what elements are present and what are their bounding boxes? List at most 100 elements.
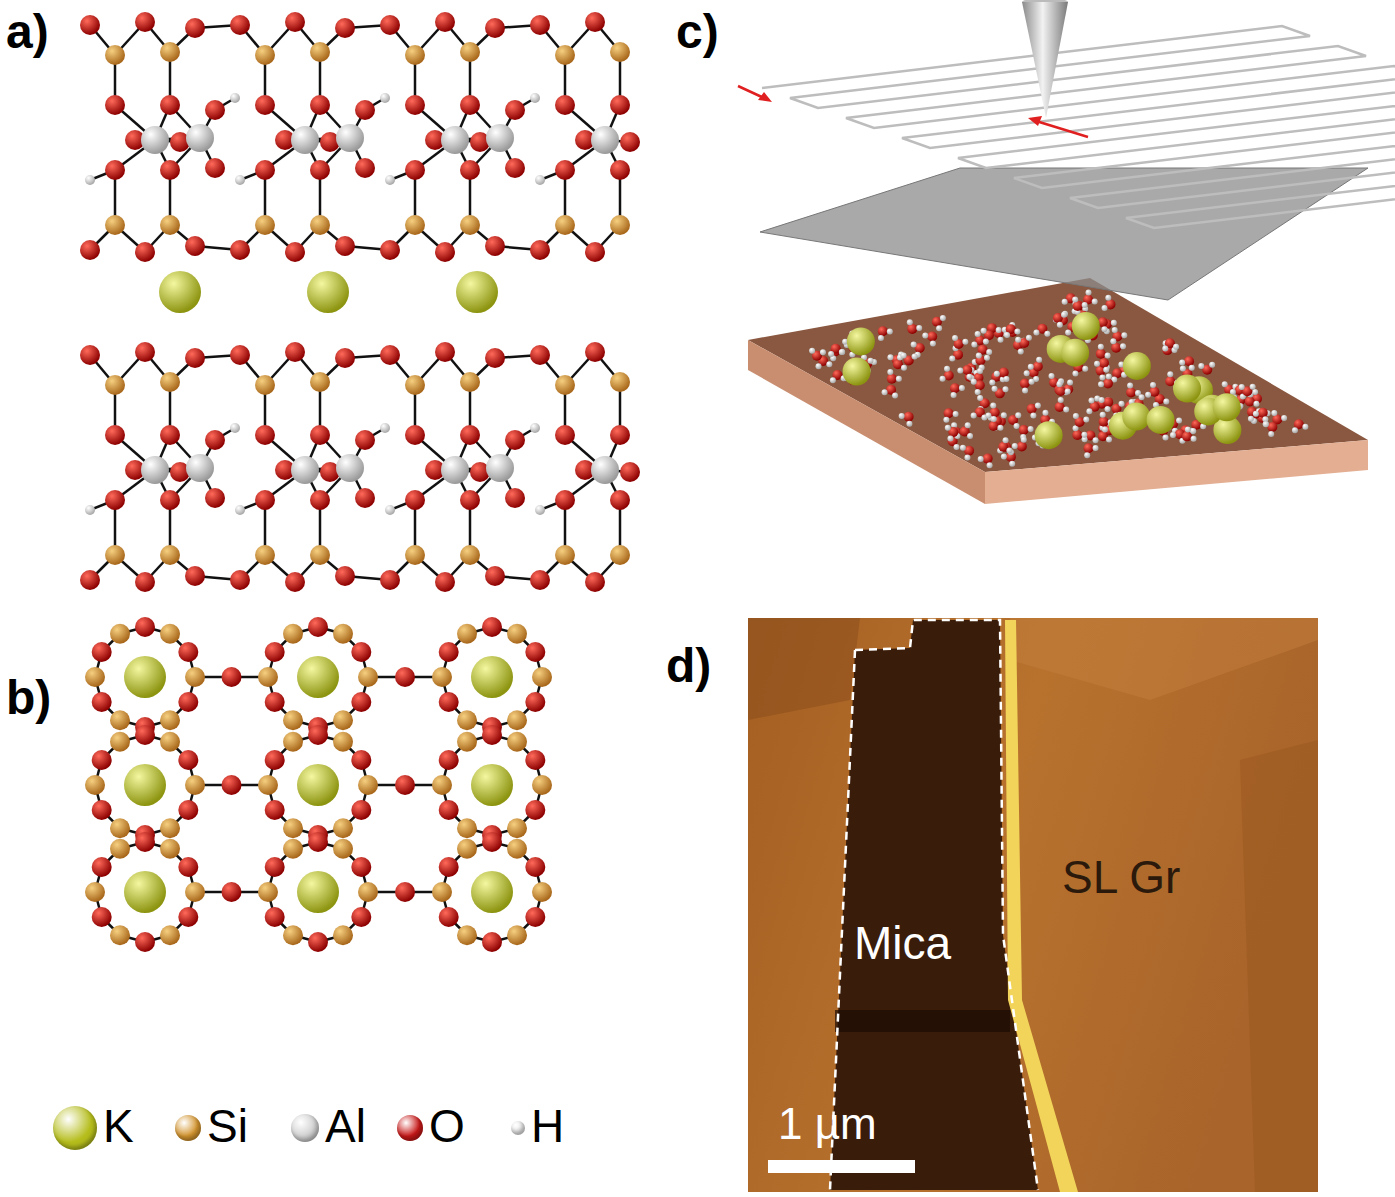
oxygen-atom [308, 725, 328, 745]
aluminium-atom [591, 126, 619, 154]
silicon-atom [160, 839, 180, 859]
silicon-atom [283, 925, 303, 945]
silicon-atom [85, 882, 105, 902]
hydrogen-atom [1185, 426, 1191, 432]
hydrogen-atom [1033, 330, 1039, 336]
hydrogen-atom [1012, 443, 1018, 449]
hydrogen-atom [1072, 296, 1078, 302]
oxygen-atom [310, 490, 330, 510]
silicon-atom [160, 215, 180, 235]
oxygen-atom [185, 18, 205, 38]
oxygen-atom [525, 692, 545, 712]
oxygen-atom [439, 800, 459, 820]
silicon-atom [358, 882, 378, 902]
hydrogen-atom [1003, 376, 1009, 382]
oxygen-atom [1019, 425, 1029, 435]
potassium-atom [1072, 312, 1100, 340]
silicon-atom [457, 710, 477, 730]
aluminium-atom [591, 456, 619, 484]
oxygen-atom [1099, 358, 1109, 368]
hydrogen-atom [1253, 401, 1259, 407]
oxygen-atom [80, 15, 100, 35]
oxygen-atom [310, 425, 330, 445]
hydrogen-atom [1028, 426, 1034, 432]
oxygen-atom [308, 932, 328, 952]
hydrogen-atom [1250, 384, 1256, 390]
hydrogen-atom [1001, 454, 1007, 460]
hydrogen-atom [1086, 408, 1092, 414]
hydrogen-atom [1065, 388, 1071, 394]
aluminium-atom [336, 124, 364, 152]
hydrogen-atom [971, 379, 977, 385]
silicon-atom [507, 839, 527, 859]
hydrogen-atom [912, 354, 918, 360]
hydrogen-atom [828, 351, 834, 357]
hydrogen-atom [878, 335, 884, 341]
hydrogen-atom [1094, 361, 1100, 367]
hydrogen-atom [85, 505, 95, 515]
silicon-atom [283, 732, 303, 752]
hydrogen-atom [1139, 394, 1145, 400]
hydrogen-atom [1092, 445, 1098, 451]
hydrogen-atom [954, 444, 960, 450]
hydrogen-atom [992, 386, 998, 392]
silicon-atom [110, 710, 130, 730]
potassium-atom [471, 656, 513, 698]
oxygen-atom [485, 18, 505, 38]
oxygen-atom [439, 907, 459, 927]
oxygen-atom [1245, 396, 1255, 406]
aluminium-atom [186, 124, 214, 152]
hydrogen-atom [960, 445, 966, 451]
silicon-atom [432, 775, 452, 795]
silicon-atom [105, 45, 125, 65]
oxygen-atom [160, 95, 180, 115]
hydrogen-atom [1162, 346, 1168, 352]
hydrogen-atom [1198, 363, 1204, 369]
hydrogen-atom [1098, 381, 1104, 387]
hydrogen-atom [1067, 379, 1073, 385]
silicon-atom [507, 732, 527, 752]
potassium-atom [1173, 375, 1201, 403]
hydrogen-atom [1263, 421, 1269, 427]
silicon-atom [258, 667, 278, 687]
oxygen-atom [485, 566, 505, 586]
potassium-atom [1122, 403, 1150, 431]
oxygen-atom [435, 342, 455, 362]
oxygen-atom [105, 95, 125, 115]
oxygen-atom [525, 642, 545, 662]
potassium-atom [1035, 421, 1063, 449]
hydrogen-atom [1029, 379, 1035, 385]
afm-terrace [1240, 740, 1318, 1192]
oxygen-atom [285, 572, 305, 592]
hydrogen-atom [930, 340, 936, 346]
oxygen-atom [255, 160, 275, 180]
afm-image [748, 618, 1318, 1192]
potassium-atom [471, 871, 513, 913]
hydrogen-atom [1281, 415, 1287, 421]
oxygen-atom [351, 857, 371, 877]
hydrogen-atom [907, 319, 913, 325]
oxygen-atom [878, 326, 888, 336]
hydrogen-atom [1268, 431, 1274, 437]
hydrogen-atom [949, 356, 955, 362]
silicon-atom [460, 215, 480, 235]
oxygen-atom [380, 570, 400, 590]
oxygen-atom [285, 12, 305, 32]
aluminium-atom [441, 456, 469, 484]
silicon-atom [333, 818, 353, 838]
oxygen-atom [405, 95, 425, 115]
oxygen-atom [555, 490, 575, 510]
hydrogen-atom [1103, 367, 1109, 373]
oxygen-atom [160, 490, 180, 510]
hydrogen-atom [1209, 362, 1215, 368]
hydrogen-atom [530, 423, 540, 433]
oxygen-atom [944, 408, 954, 418]
hydrogen-atom [984, 355, 990, 361]
oxygen-atom [178, 692, 198, 712]
potassium-atom [307, 271, 349, 313]
oxygen-atom [610, 160, 630, 180]
hydrogen-atom [1098, 344, 1104, 350]
silicon-atom [185, 775, 205, 795]
hydrogen-atom [1014, 423, 1020, 429]
